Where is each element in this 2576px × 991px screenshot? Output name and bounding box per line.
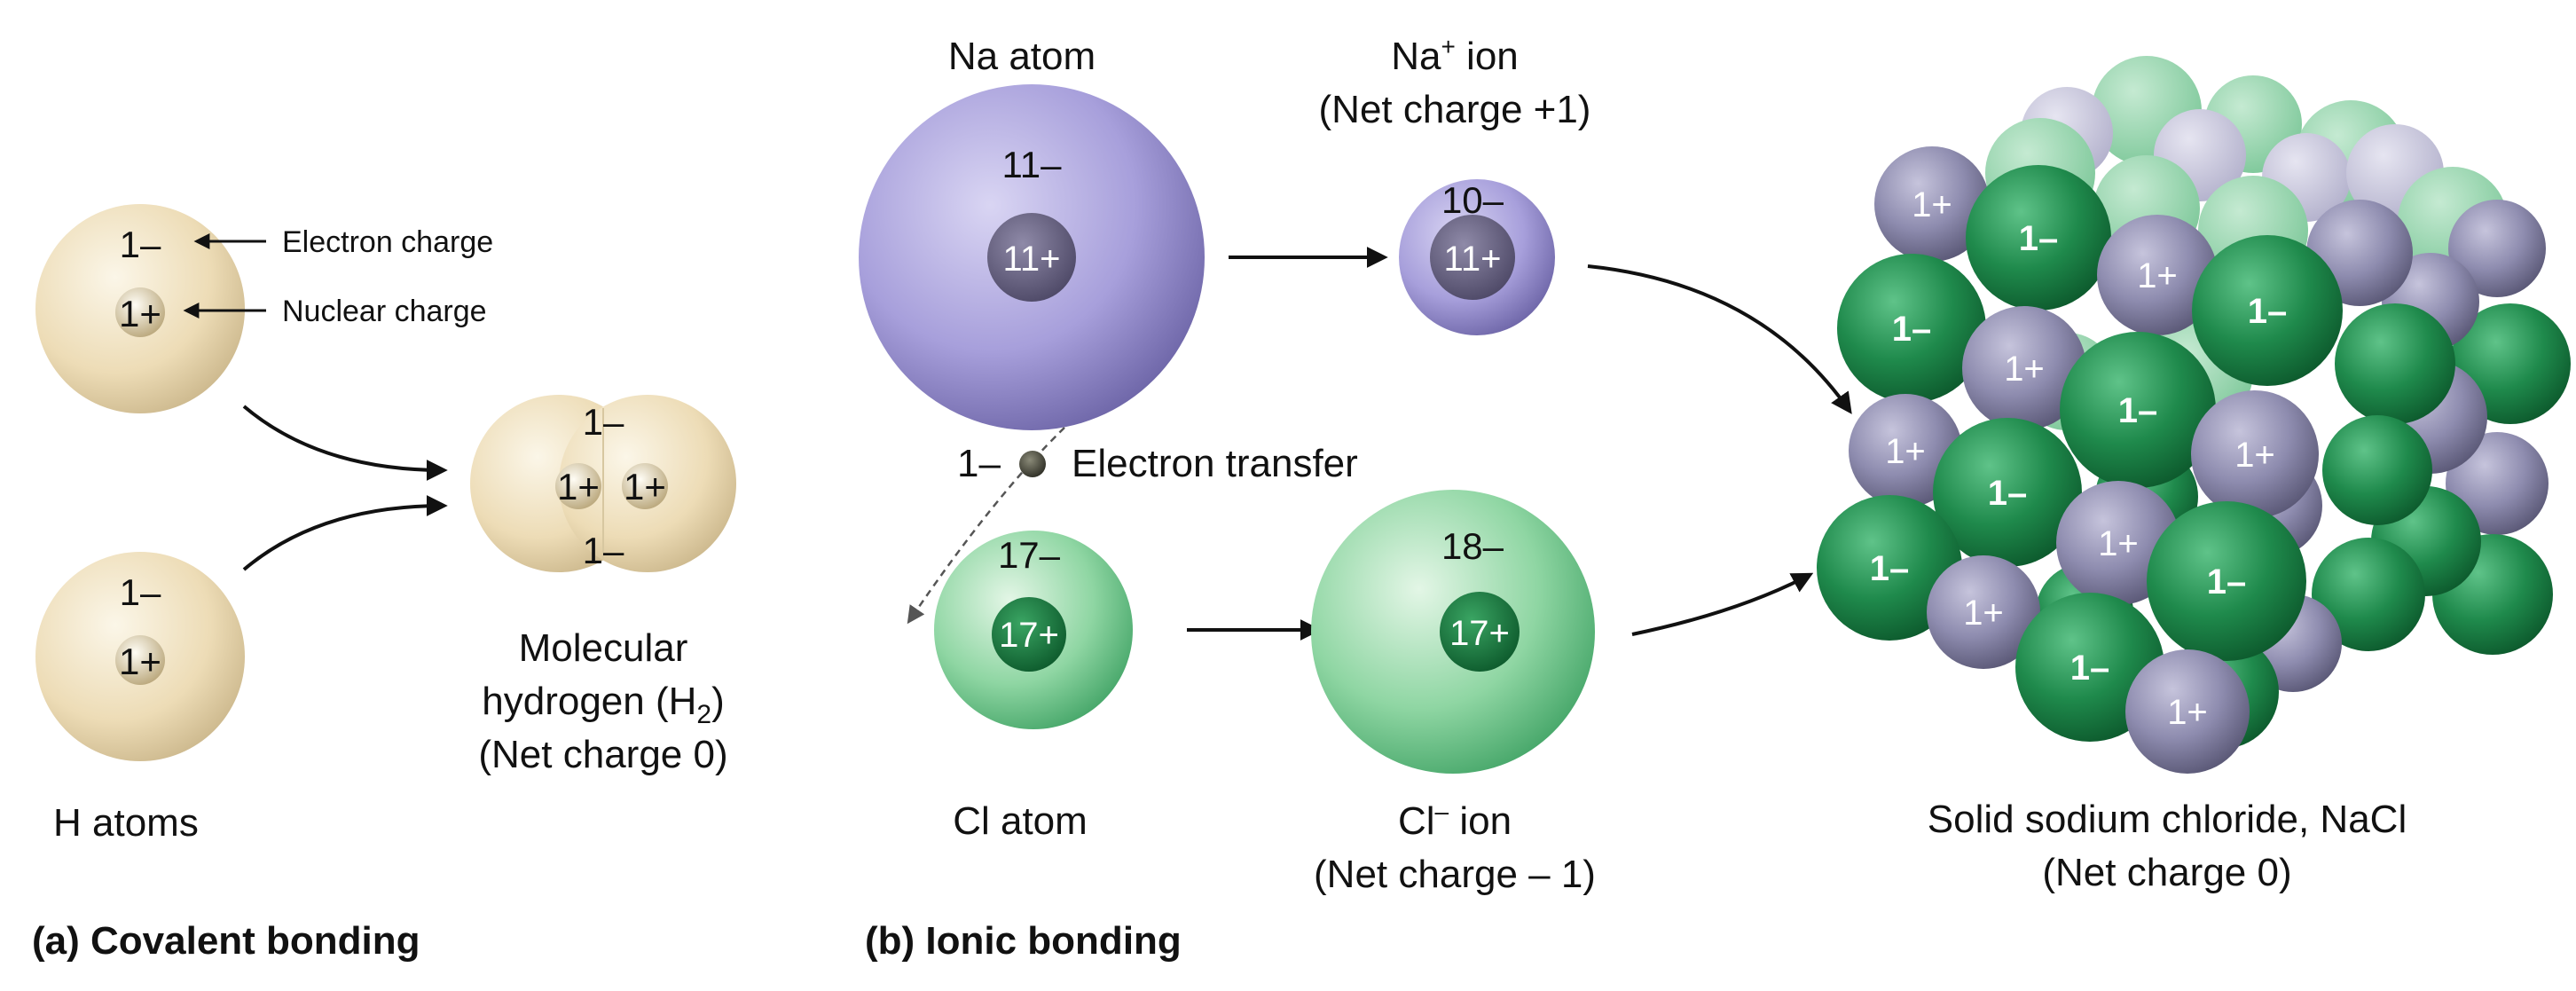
h-atom-bottom-nucleus: 1+ [119, 641, 161, 682]
molecule-label-line1: Molecular [519, 626, 688, 670]
arrow-top-to-molecule [242, 405, 448, 481]
molecule-label-line2: hydrogen (H2) [482, 680, 724, 729]
chloride-ion-sphere [2060, 332, 2216, 488]
lattice-cation-label: 1+ [1885, 432, 1926, 471]
cl-atom: 17– 17+ [934, 531, 1133, 729]
cl-ion: 18– 17+ [1311, 490, 1595, 774]
transfer-charge: 1– [957, 442, 1001, 485]
na-ion-label: Na+ ion [1391, 33, 1519, 78]
sodium-ion-sphere [2125, 649, 2250, 774]
lattice-anion-label: 1– [1892, 310, 1932, 349]
chloride-ion-sphere [2322, 415, 2432, 525]
lattice-cation-label: 1+ [1963, 594, 2004, 633]
lattice-cation-label: 1+ [2098, 524, 2139, 563]
lattice-anion-label: 1– [2207, 562, 2247, 602]
na-atom: 11– 11+ [859, 84, 1205, 430]
sodium-ion-sphere [1962, 306, 2086, 430]
cl-ion-net-charge: (Net charge – 1) [1314, 853, 1596, 896]
h-atoms-label: H atoms [53, 801, 199, 845]
nacl-lattice: 1+ 1– 1+ 1– 1– 1+ 1– 1+ 1+ 1– 1+ 1– 1– 1+ 1– 1+ [1817, 56, 2571, 774]
h2-nucleus-left: 1+ [557, 466, 600, 507]
electron-charge-label: Electron charge [282, 225, 493, 259]
chloride-ion-sphere [1966, 165, 2111, 311]
ionic-caption: (b) Ionic bonding [865, 919, 1182, 963]
ionic-panel: Na atom 11– 11+ Na+ ion (Net charge +1) … [859, 33, 2571, 963]
cl-atom-nucleus: 17+ [999, 616, 1059, 655]
h-atom-bottom-electron: 1– [120, 571, 161, 613]
na-atom-label: Na atom [948, 35, 1096, 78]
sodium-ion-sphere [2097, 215, 2218, 335]
sodium-ion-sphere [1849, 394, 1962, 507]
cl-atom-label: Cl atom [953, 799, 1088, 843]
molecule-label-line3: (Net charge 0) [478, 733, 727, 776]
sodium-ion-sphere [1927, 555, 2040, 669]
cl-atom-electrons: 17– [998, 534, 1061, 576]
arrow-bottom-to-molecule [242, 495, 448, 571]
sodium-ion-sphere [1874, 146, 1990, 262]
na-atom-electrons: 11– [1002, 144, 1063, 185]
cl-ion-label: Cl– ion [1398, 798, 1512, 843]
transfer-label: Electron transfer [1072, 442, 1358, 485]
na-ion: 10– 11+ [1399, 179, 1555, 335]
chloride-ion-sphere [1933, 418, 2082, 567]
arrow-na-ion-to-solid [1587, 264, 1852, 414]
lattice-cation-label: 1+ [1912, 185, 1952, 224]
h-atom-top-electron: 1– [120, 224, 161, 265]
solid-label-line1: Solid sodium chloride, NaCl [1928, 798, 2407, 841]
chloride-ion-sphere [2192, 235, 2343, 386]
lattice-cation-label: 1+ [2004, 350, 2045, 389]
lattice-cation-label: 1+ [2137, 256, 2178, 295]
na-ion-net-charge: (Net charge +1) [1319, 88, 1591, 131]
lattice-anion-label: 1– [2019, 219, 2059, 258]
chloride-ion-sphere [1817, 495, 1962, 641]
covalent-panel: 1– 1+ Electron charge Nuclear charge 1– … [32, 204, 736, 963]
cl-ion-nucleus: 17+ [1449, 614, 1510, 653]
lattice-anion-label: 1– [1988, 474, 2028, 513]
covalent-caption: (a) Covalent bonding [32, 919, 420, 963]
h-atom-top-nucleus: 1+ [119, 293, 161, 334]
nuclear-charge-label: Nuclear charge [282, 295, 487, 328]
sodium-ion-sphere [2446, 432, 2549, 535]
lattice-anion-label: 1– [1870, 549, 1910, 588]
h-atom-top: 1– 1+ [35, 204, 245, 413]
sodium-ion-sphere [2448, 200, 2546, 297]
lattice-cation-label: 1+ [2167, 693, 2208, 732]
lattice-cation-label: 1+ [2234, 436, 2275, 475]
h-atom-bottom: 1– 1+ [35, 552, 245, 761]
chloride-ion-sphere [2312, 538, 2425, 651]
transferred-electron [1019, 451, 1046, 477]
na-atom-nucleus: 11+ [1003, 240, 1061, 279]
h2-electron-bottom: 1– [583, 530, 624, 571]
lattice-anion-label: 1– [2070, 649, 2110, 688]
h2-molecule: 1– 1+ 1+ 1– [470, 395, 736, 572]
arrow-cl-ion-to-solid [1631, 572, 1814, 636]
na-ion-nucleus: 11+ [1444, 240, 1502, 279]
h2-nucleus-right: 1+ [624, 466, 666, 507]
chloride-ion-sphere [2147, 501, 2306, 661]
sodium-ion-sphere [2191, 390, 2319, 518]
cl-ion-electrons: 18– [1441, 525, 1504, 567]
lattice-anion-label: 1– [2118, 391, 2158, 430]
lattice-anion-label: 1– [2248, 292, 2288, 331]
na-ion-electrons: 10– [1441, 179, 1504, 221]
h2-electron-top: 1– [583, 401, 624, 443]
chloride-ion-sphere [1837, 254, 1986, 403]
chloride-ion-sphere [2335, 303, 2455, 424]
solid-label-line2: (Net charge 0) [2042, 851, 2291, 894]
electron-transfer-path [907, 427, 1065, 625]
